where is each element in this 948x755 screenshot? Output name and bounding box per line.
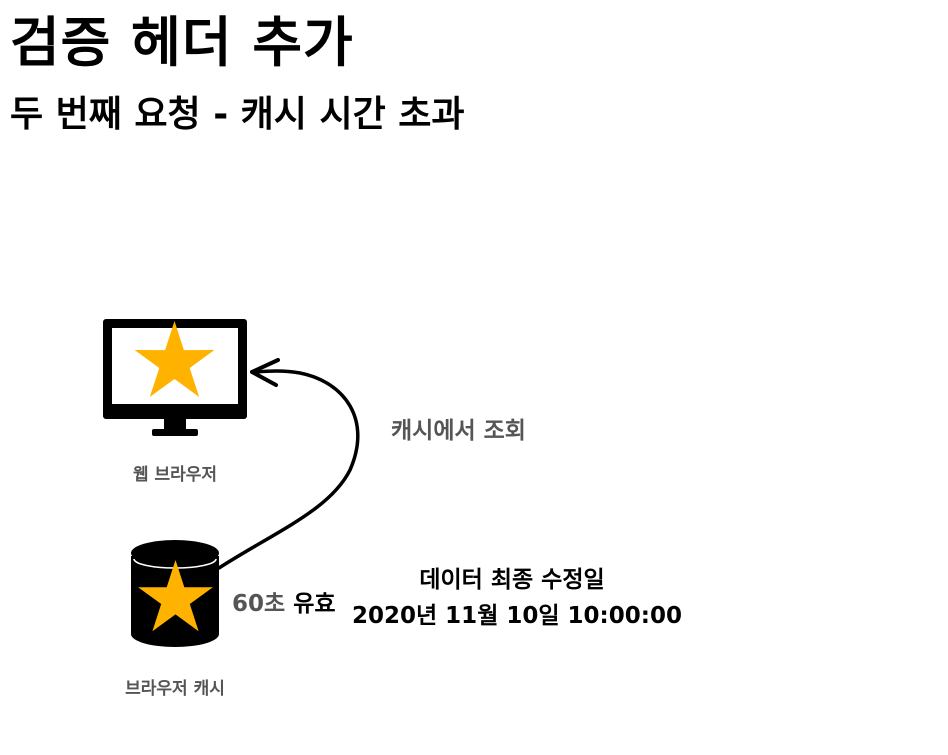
last-modified-value: 2020년 11월 10일 10:00:00 [352,603,682,629]
monitor-icon [103,319,247,436]
page-title: 검증 헤더 추가 [10,11,354,74]
browser-label: 웹 브라우저 [132,465,218,485]
cache-label: 브라우저 캐시 [125,679,225,699]
database-icon [131,540,219,647]
cache-star-icon [138,560,213,632]
monitor-base [152,429,198,436]
monitor-neck [164,418,186,432]
arrow-path [217,369,360,570]
validity-number: 60초 [232,591,286,617]
validity-text: 유효 [293,591,336,617]
arrow-head [250,358,280,387]
curved-arrow-icon [217,358,360,570]
browser-star-icon [134,321,215,397]
arrow-label: 캐시에서 조회 [391,418,526,444]
database-top [131,540,219,566]
last-modified-title: 데이터 최종 수정일 [419,567,605,593]
page-subtitle: 두 번째 요청 - 캐시 시간 초과 [10,94,465,135]
validity-label: 60초 유효 [232,584,336,618]
